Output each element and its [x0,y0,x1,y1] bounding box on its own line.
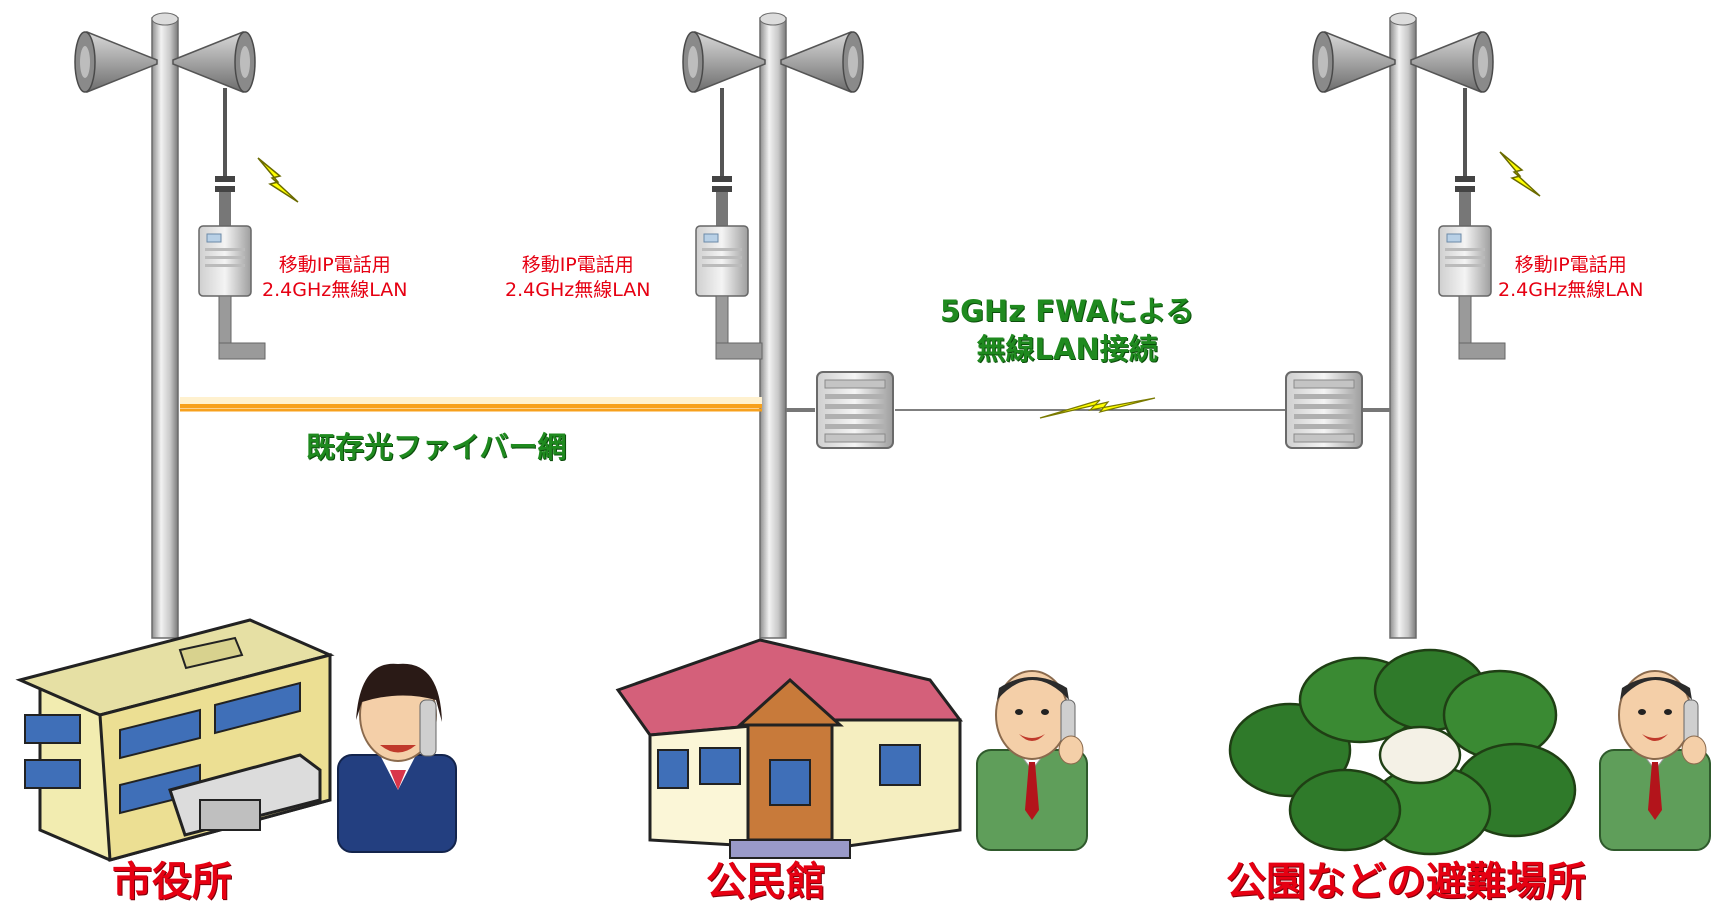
wlan-label-line2: 2.4GHz無線LAN [1498,279,1644,301]
site-label-park-shelter: 公園などの避難場所 [1226,859,1586,905]
pole-community-hall [759,12,787,639]
wlan-label-community-hall: 移動IP電話用 2.4GHz無線LAN [505,253,650,303]
wlan-label-line2: 2.4GHz無線LAN [262,279,408,301]
site-label-community-hall: 公民館 [706,859,826,905]
wlan-label-city-hall: 移動IP電話用 2.4GHz無線LAN [262,253,407,303]
wlan-label-park-shelter: 移動IP電話用 2.4GHz無線LAN [1498,253,1643,303]
community-hall-icon [615,638,963,859]
wlan-label-line1: 移動IP電話用 [1514,254,1627,276]
wlan-label-line1: 移動IP電話用 [521,254,634,276]
pole-park-shelter [1389,12,1417,639]
wlan-label-line2: 2.4GHz無線LAN [505,279,651,301]
pole-city-hall [151,12,179,639]
fwa-label: 5GHz FWAによる 無線LAN接続 [940,292,1194,368]
person-on-phone-icon [976,670,1088,851]
person-on-phone-icon [337,663,457,853]
city-hall-icon [15,618,335,862]
person-on-phone-icon [1599,670,1711,851]
lightning-icon [257,157,299,203]
fwa-label-line1: 5GHz FWAによる [940,294,1195,328]
fiber-line [180,397,762,412]
wlan-access-point-icon [695,87,763,360]
fwa-radio-unit-icon [1285,371,1363,449]
lightning-icon [1499,151,1541,197]
fwa-link [786,397,1390,419]
wlan-access-point-icon [1438,87,1506,360]
wlan-label-line1: 移動IP電話用 [278,254,391,276]
park-trees-icon [1228,648,1577,856]
lightning-icon [1039,397,1156,419]
fwa-radio-unit-icon [816,371,894,449]
wlan-access-point-icon [198,87,266,360]
site-label-city-hall: 市役所 [112,859,232,905]
fiber-label: 既存光ファイバー網 [306,430,567,464]
fwa-label-line2: 無線LAN接続 [976,332,1158,366]
